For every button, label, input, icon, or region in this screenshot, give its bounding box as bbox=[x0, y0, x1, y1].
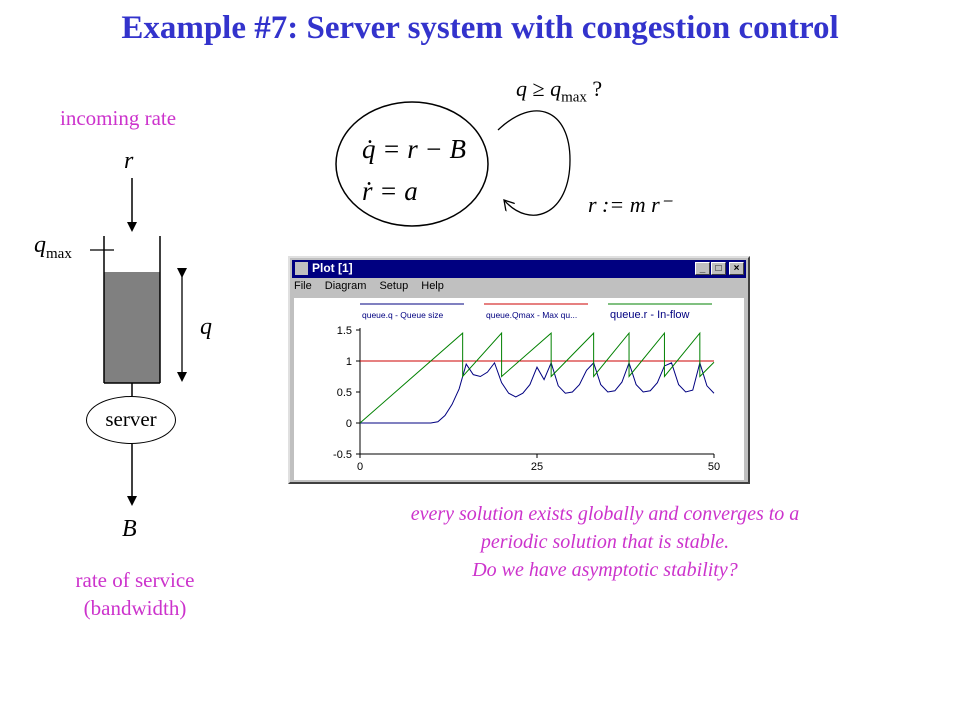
caption-line-2: periodic solution that is stable. bbox=[480, 531, 730, 553]
line-chart: 1.5 1 0.5 0 -0.5 0 25 50 queue.q - Queue size que… bbox=[333, 303, 720, 473]
window-title: Plot [1] bbox=[312, 261, 353, 275]
x-tick-label: 50 bbox=[708, 461, 720, 473]
menu-help[interactable]: Help bbox=[421, 280, 444, 292]
caption-line-1: every solution exists globally and conve… bbox=[410, 503, 800, 525]
mode-ellipse bbox=[335, 101, 489, 227]
y-tick-label: 1.5 bbox=[337, 325, 352, 337]
service-line-2: (bandwidth) bbox=[83, 596, 187, 620]
guard-condition: q ≥ qmax ? bbox=[516, 76, 602, 106]
y-tick-label: 0 bbox=[346, 418, 352, 430]
reset-map: r := m r⁻ bbox=[588, 192, 672, 217]
equation-q-dot: q̇ = r − B bbox=[362, 134, 466, 164]
guard-end: ? bbox=[592, 76, 603, 101]
menu-file[interactable]: File bbox=[294, 280, 312, 292]
equation-r-dot: ṙ = a bbox=[362, 176, 418, 206]
series-line bbox=[360, 361, 715, 424]
menu-setup[interactable]: Setup bbox=[379, 280, 409, 292]
self-loop-arrow bbox=[497, 110, 571, 216]
y-tick-label: 0.5 bbox=[337, 387, 352, 399]
service-line-1: rate of service bbox=[75, 568, 195, 592]
y-tick-label: 1 bbox=[346, 356, 352, 368]
legend-label: queue.Qmax - Max qu... bbox=[486, 310, 577, 320]
y-tick-label: -0.5 bbox=[333, 449, 352, 461]
menu-diagram[interactable]: Diagram bbox=[324, 280, 367, 292]
caption-line-3: Do we have asymptotic stability? bbox=[472, 559, 738, 581]
caption: every solution exists globally and conve… bbox=[330, 500, 880, 584]
service-rate-label: rate of service (bandwidth) bbox=[40, 566, 230, 622]
x-tick-label: 25 bbox=[531, 461, 543, 473]
legend-label: queue.q - Queue size bbox=[362, 310, 444, 320]
qmax-q: q bbox=[34, 232, 46, 258]
x-tick-label: 0 bbox=[357, 461, 363, 473]
plot-area: 1.5 1 0.5 0 -0.5 0 25 50 queue.q - Queue size que… bbox=[294, 298, 744, 480]
close-button[interactable]: × bbox=[729, 262, 744, 275]
server-node: server bbox=[86, 396, 176, 444]
legend-label: queue.r - In-flow bbox=[610, 309, 690, 321]
window-icon bbox=[295, 262, 308, 275]
minimize-button[interactable]: _ bbox=[695, 262, 710, 275]
queue-fill bbox=[104, 272, 160, 383]
r-symbol: r bbox=[124, 148, 134, 174]
guard-qmax: q bbox=[550, 76, 562, 101]
window-titlebar[interactable]: Plot [1] _ □ × bbox=[292, 260, 746, 278]
maximize-button[interactable]: □ bbox=[711, 262, 726, 275]
incoming-rate-label: incoming rate bbox=[60, 106, 177, 130]
q-level-label: q bbox=[200, 314, 212, 340]
page-title: Example #7: Server system with congestio… bbox=[121, 10, 839, 46]
plot-window: Plot [1] _ □ × File Diagram Setup Help 1… bbox=[288, 256, 750, 484]
B-symbol: B bbox=[122, 516, 137, 542]
series-line bbox=[359, 331, 715, 424]
guard-sub: max bbox=[561, 89, 587, 106]
qmax-label: qmax bbox=[34, 232, 72, 263]
guard-q: q bbox=[516, 76, 527, 101]
qmax-sub: max bbox=[46, 245, 72, 262]
guard-rel: ≥ bbox=[532, 76, 545, 101]
menu-bar: File Diagram Setup Help bbox=[294, 280, 454, 296]
